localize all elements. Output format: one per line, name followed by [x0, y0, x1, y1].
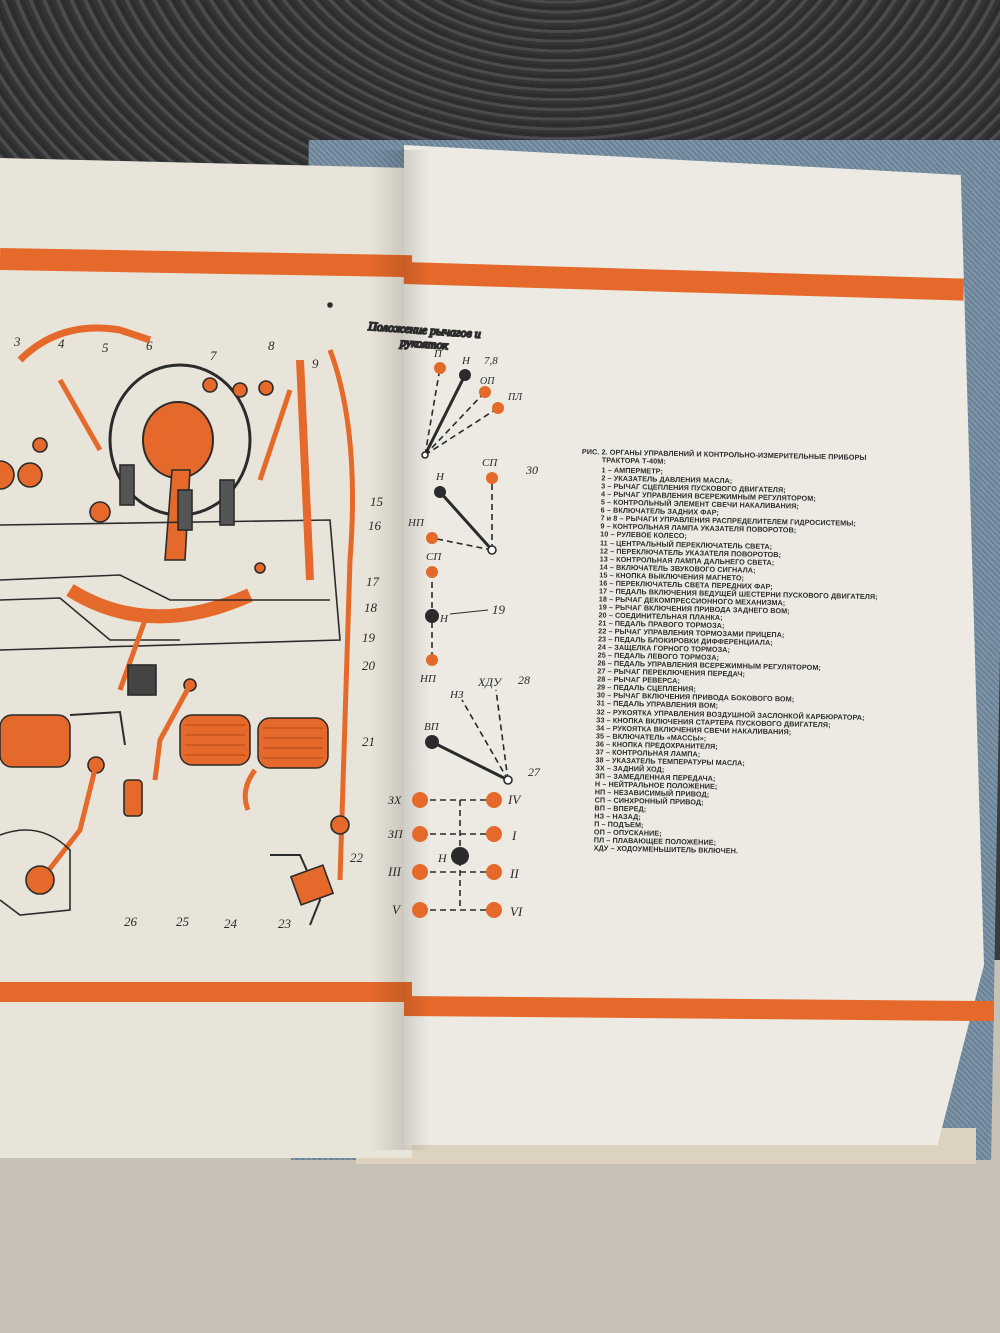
pedal-pad-lower	[25, 865, 55, 895]
callout-17: 17	[366, 574, 380, 589]
rev-nz: НЗ	[449, 689, 464, 701]
lever-lower-left	[43, 764, 99, 877]
lever-19	[117, 619, 148, 691]
rpto-n: Н	[439, 613, 449, 625]
brake-pedals	[179, 714, 329, 769]
pedal-left-brake	[179, 714, 251, 766]
callout-16: 16	[368, 518, 382, 533]
gear-1: I	[511, 828, 517, 843]
diagram-rear-pto: СП Н 19 НП	[419, 551, 506, 685]
hyd-p: П	[433, 348, 443, 360]
steering-rim-lower	[66, 584, 253, 624]
gear-n: Н	[437, 851, 448, 865]
knob-4	[32, 437, 48, 453]
hyd-num: 7,8	[484, 355, 498, 367]
rev-num: 28	[518, 673, 530, 687]
callout-8: 8	[268, 338, 275, 353]
gear-3: III	[387, 864, 402, 879]
spto-np: НП	[407, 517, 425, 529]
rev-num2: 27	[528, 765, 541, 779]
drawing-callouts: 3 4 5 6 7 8 9 26 25 24 23 22 21 20 19 18…	[13, 334, 384, 931]
callout-19: 19	[362, 630, 376, 645]
hyd-op: ОП	[480, 376, 495, 387]
callout-5: 5	[102, 340, 109, 355]
lever-8	[257, 389, 293, 481]
callout-4: 4	[58, 336, 65, 351]
pedal-clutch	[0, 714, 71, 768]
dash-linkage	[0, 574, 330, 601]
gear-zx: ЗХ	[388, 793, 402, 807]
rpto-np: НП	[419, 673, 437, 685]
rpto-num: 19	[492, 602, 506, 617]
lever-positions: Положение рычагов и рукояток П Н 7,8 ОП …	[366, 318, 541, 919]
rev-vp: ВП	[424, 721, 440, 733]
rev-xdu: ХДУ	[477, 675, 503, 689]
lever-heading-line2: рукояток	[399, 335, 449, 352]
spine-shadow	[370, 150, 430, 1150]
spto-n: Н	[435, 471, 445, 483]
orange-rule-bottom-left	[0, 982, 412, 1002]
callout-6: 6	[146, 338, 153, 353]
dashboard-illustration	[0, 302, 355, 926]
callout-21: 21	[362, 734, 375, 749]
gear-6: VI	[510, 904, 523, 919]
hyd-pl: ПЛ	[507, 392, 523, 403]
lever-9	[296, 359, 314, 581]
housing-lower-left	[0, 829, 71, 916]
pedal-ribs	[185, 724, 323, 759]
lever-3	[17, 324, 152, 363]
knob-7b	[232, 382, 248, 398]
caption-legend: 1 – АМПЕРМЕТР;2 – УКАЗАТЕЛЬ ДАВЛЕНИЯ МАС…	[574, 466, 942, 860]
callout-15: 15	[370, 494, 384, 509]
steering-hub	[142, 401, 214, 479]
callout-26: 26	[124, 914, 138, 929]
right-page	[404, 145, 984, 1145]
callout-25: 25	[176, 914, 190, 929]
pedal-23	[289, 864, 335, 906]
pedal-21-arm	[152, 683, 193, 781]
gear-zp: ЗП	[388, 827, 404, 841]
rpto-sp: СП	[426, 551, 442, 563]
block-18	[127, 664, 157, 696]
gauge-2	[0, 460, 15, 490]
diagram-hydraulic: П Н 7,8 ОП ПЛ	[421, 348, 523, 459]
callout-3: 3	[13, 334, 21, 349]
gauge-1	[17, 462, 43, 488]
pedal-right-brake	[257, 717, 329, 769]
lever-4	[57, 378, 103, 452]
switch-12	[254, 562, 266, 574]
knob-8	[258, 380, 274, 396]
dash-panel	[0, 519, 341, 651]
diagram-reverse: НЗ ХДУ 28 ВП 27	[424, 673, 541, 785]
knob-22	[330, 815, 350, 835]
knob-5	[89, 501, 111, 523]
clutch-bracket	[69, 710, 126, 746]
callout-18: 18	[364, 600, 378, 615]
dash-pipe	[0, 597, 180, 641]
spto-sp: СП	[482, 457, 498, 469]
ink-dot	[327, 302, 333, 308]
spto-num: 30	[525, 463, 538, 477]
callout-20: 20	[362, 658, 376, 673]
slot-a	[177, 489, 193, 531]
latch-24	[242, 768, 258, 811]
callout-24: 24	[224, 916, 238, 931]
diagram-side-pto: Н СП 30 НП	[407, 457, 538, 555]
hyd-n: Н	[461, 355, 471, 367]
gear-2: II	[509, 866, 519, 881]
callout-22: 22	[350, 850, 364, 865]
callout-7: 7	[210, 348, 217, 363]
gear-5: V	[392, 902, 402, 917]
knob-7a	[202, 377, 218, 393]
pedal-26	[123, 779, 143, 817]
callout-23: 23	[278, 916, 292, 931]
gear-4: IV	[507, 792, 522, 807]
lever-22-rod	[327, 349, 355, 881]
diagram-gearbox: ЗХ ЗП III V Н IV I II VI	[387, 792, 523, 919]
slot-6	[119, 464, 135, 506]
callout-9: 9	[312, 356, 319, 371]
figure-caption: РИС. 2. ОРГАНЫ УПРАВЛЕНИЙ И КОНТРОЛЬНО-И…	[574, 447, 942, 860]
slot-b	[219, 479, 235, 526]
